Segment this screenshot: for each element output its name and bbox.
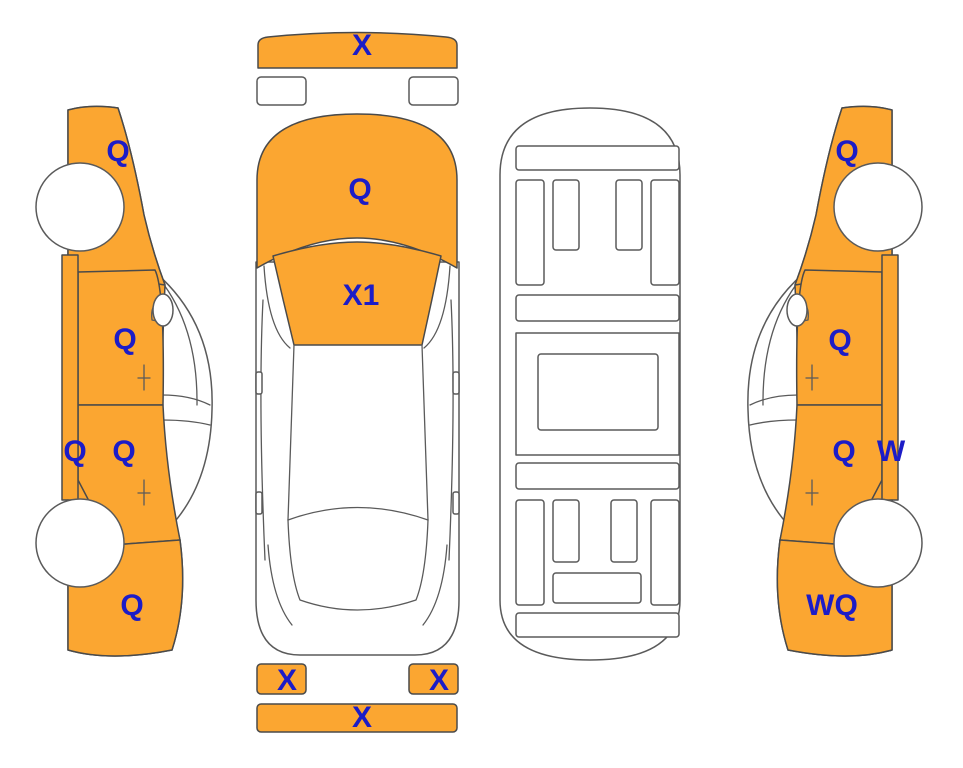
left-rear-door-label: Q — [112, 435, 136, 468]
rear-light-right-panel[interactable] — [408, 663, 459, 695]
hood-panel[interactable] — [256, 113, 458, 269]
right-front-fender-label: Q — [835, 135, 859, 168]
right-front-door-label: Q — [828, 324, 852, 357]
car-top-view — [255, 31, 460, 733]
hood-label: Q — [348, 173, 372, 206]
car-left-side-view — [35, 105, 213, 657]
top-body-outline — [255, 261, 460, 656]
right-rear-door-label: Q — [832, 435, 856, 468]
right-sill-label: W — [876, 435, 906, 468]
left-front-fender-label: Q — [106, 135, 130, 168]
car-underbody-view — [499, 107, 681, 661]
rear-bumper-panel[interactable] — [256, 703, 458, 733]
left-front-wheel — [35, 162, 125, 252]
windshield-label: X1 — [342, 279, 380, 312]
headlight-right-panel[interactable] — [408, 76, 459, 106]
front-bumper-panel[interactable] — [257, 31, 458, 69]
right-rear-quarter-label: WQ — [806, 589, 858, 622]
rear-light-left-label: X — [276, 664, 298, 697]
right-front-wheel — [833, 162, 923, 252]
left-rear-quarter-label: Q — [120, 589, 144, 622]
right-rear-wheel — [833, 498, 923, 588]
rear-light-left-panel[interactable] — [256, 663, 307, 695]
headlight-left-panel[interactable] — [256, 76, 307, 106]
rear-bumper-label: X — [351, 701, 373, 734]
left-rear-wheel — [35, 498, 125, 588]
left-front-door-label: Q — [113, 323, 137, 356]
rear-light-right-label: X — [428, 664, 450, 697]
front-bumper-label: X — [351, 29, 373, 62]
windshield-panel[interactable] — [272, 241, 442, 346]
car-right-side-view — [747, 105, 923, 657]
left-sill-label: Q — [63, 435, 87, 468]
